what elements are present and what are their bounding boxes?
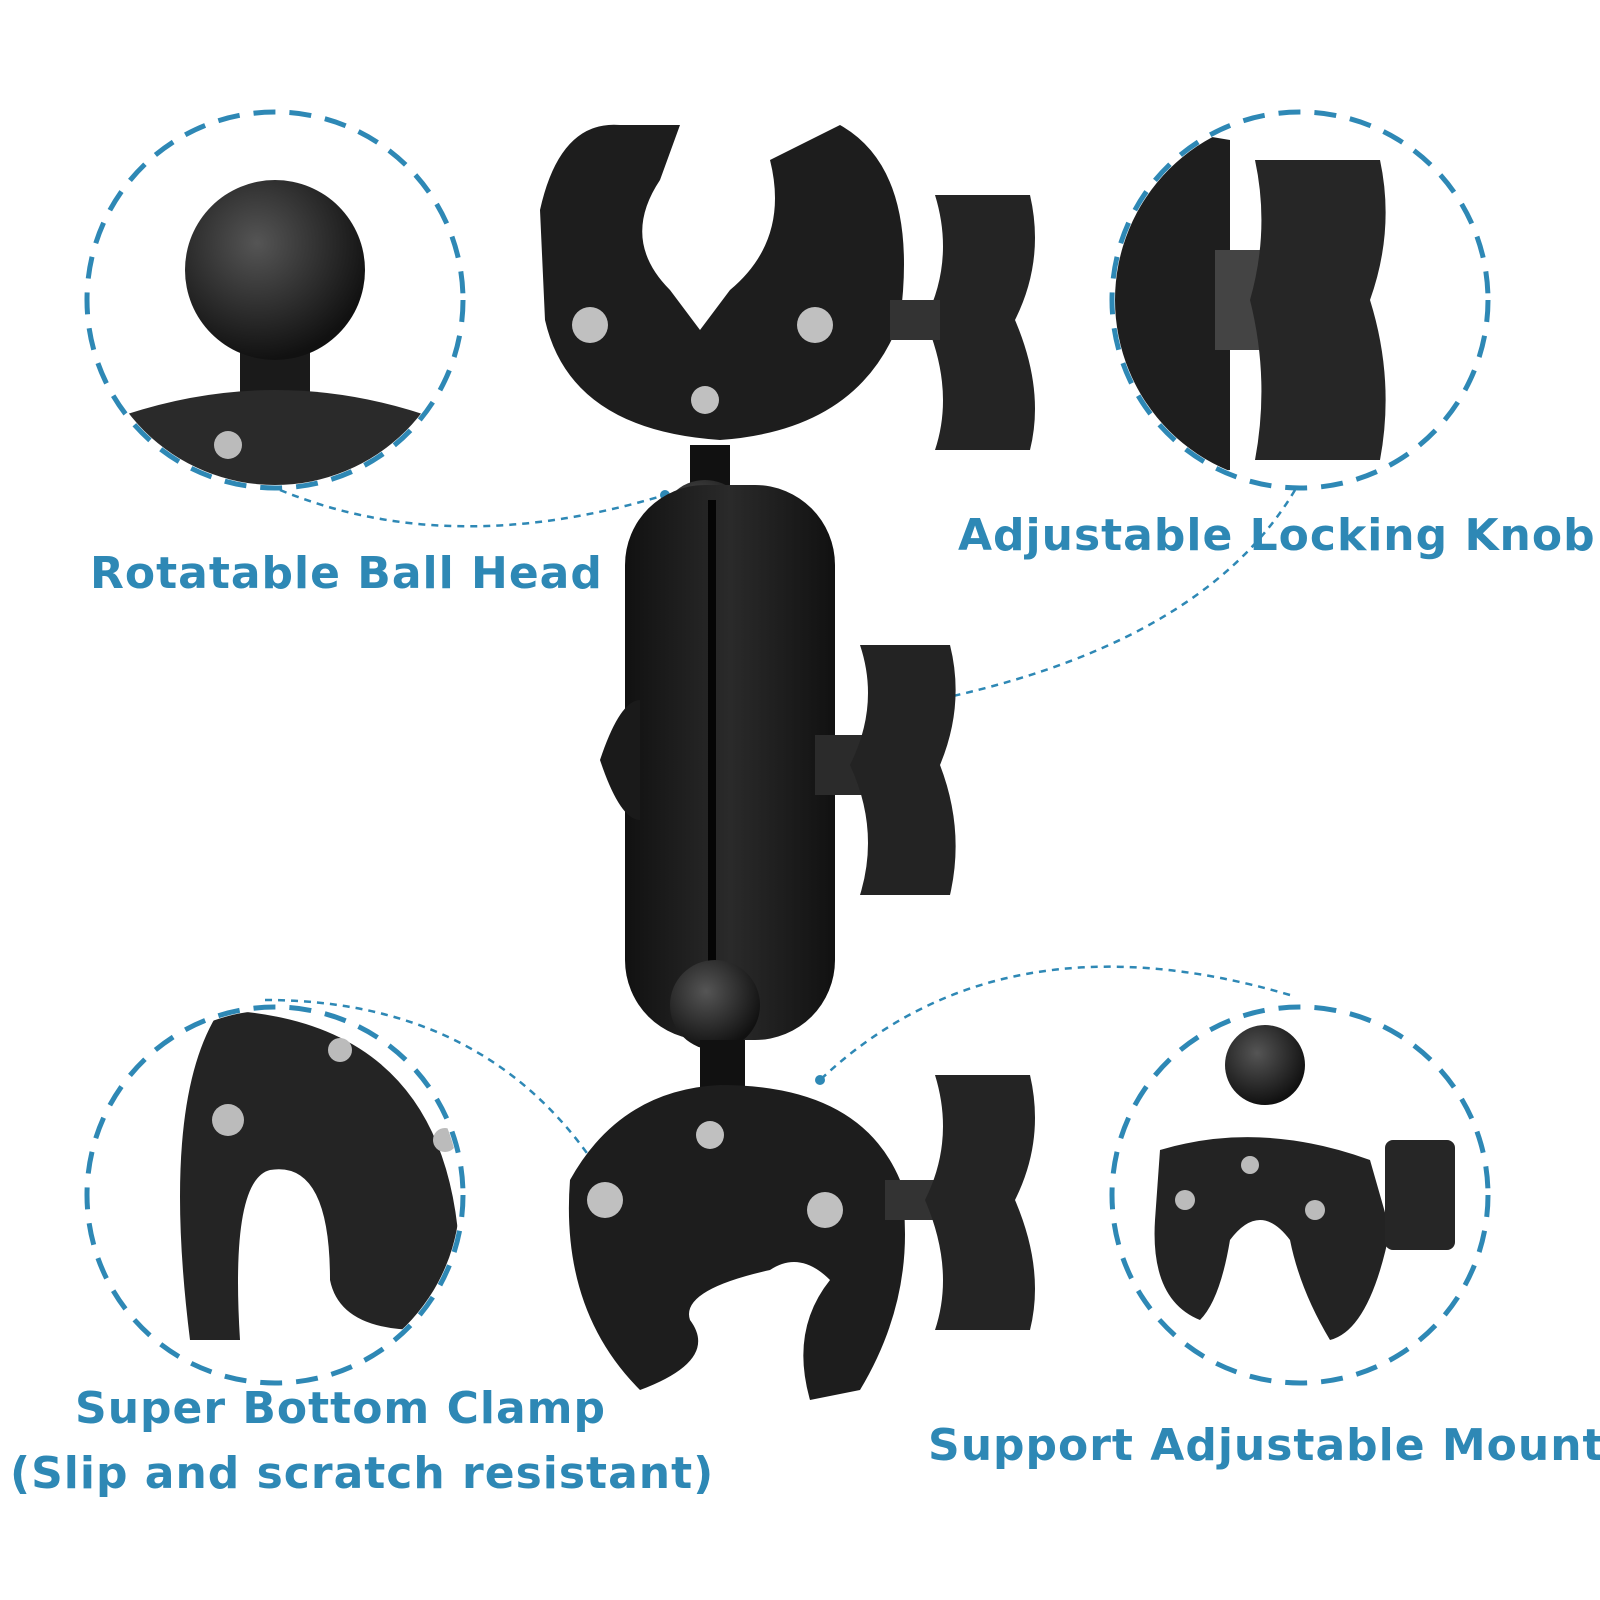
leader-lines xyxy=(264,488,1297,1301)
main-product xyxy=(540,124,1035,1400)
detail-adjustable-mount xyxy=(1154,1025,1455,1340)
callout-circle-ball-head xyxy=(84,109,466,491)
detail-locking-knob xyxy=(1115,120,1386,480)
callout-circle-locking-knob xyxy=(1109,109,1491,491)
detail-ball-head xyxy=(110,180,440,485)
callout-circle-adjustable-mount xyxy=(1109,1004,1491,1386)
label-rotatable-ball-head: Rotatable Ball Head xyxy=(90,548,603,599)
label-support-adjustable-mount: Support Adjustable Mount xyxy=(928,1420,1600,1471)
callout-circles xyxy=(84,109,1491,1386)
label-super-bottom-clamp: Super Bottom Clamp xyxy=(75,1383,607,1434)
detail-bottom-clamp xyxy=(180,1010,460,1340)
label-slip-scratch-resistant: (Slip and scratch resistant) xyxy=(10,1448,715,1499)
label-adjustable-locking-knob: Adjustable Locking Knob xyxy=(958,510,1596,561)
callout-circle-bottom-clamp xyxy=(84,1004,466,1386)
